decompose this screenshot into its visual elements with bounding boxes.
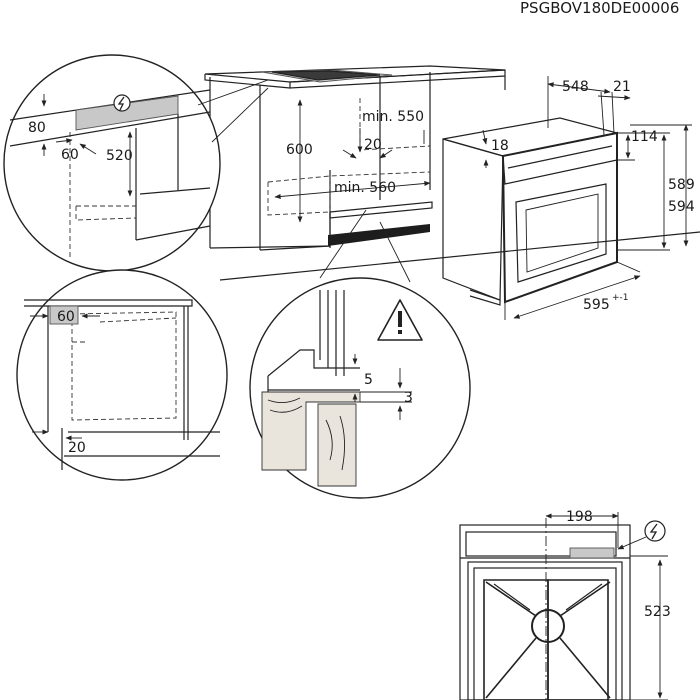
oven-height-b-label: 594: [668, 199, 695, 215]
cabinet-depth-label: min. 550: [362, 109, 424, 125]
oven-height-a-label: 589: [668, 177, 695, 193]
floor-gap-a-label: 5: [364, 372, 373, 388]
countertop-cabinet: 600 min. 550 20 min. 560: [204, 65, 700, 281]
cabinet-height-label: 600: [286, 142, 313, 158]
detail-height-label: 520: [106, 148, 133, 164]
oven-gap-label: 18: [491, 138, 509, 154]
detail-circle-center: 5 3: [249, 209, 471, 499]
front-height-label: 523: [644, 604, 671, 620]
detail-top-label: 80: [28, 120, 46, 136]
detail-top-box: [49, 305, 79, 325]
detail-circle-middle-left: 60 20: [16, 269, 228, 481]
electrical-connection-icon: [617, 520, 666, 550]
cabinet-width-label: min. 560: [334, 180, 396, 196]
oven-3d: 548 21 18 114 589 594 595 +-1: [442, 76, 695, 320]
vent-strip: [328, 224, 430, 246]
oven-width-label: 595: [583, 297, 610, 313]
detail-circle-upper-left: 80 60 520: [3, 54, 269, 272]
warning-triangle-icon: [377, 299, 423, 341]
oven-depth-label: 548: [562, 79, 589, 95]
oven-width-tolerance: +-1: [612, 293, 629, 303]
floor-gap-b-label: 3: [404, 390, 413, 406]
detail-side-label: 60: [61, 147, 79, 163]
electrical-connection-icon: [113, 94, 131, 112]
diagram-code: PSGBOV180DE00006: [520, 0, 679, 17]
front-width-label: 198: [566, 509, 593, 525]
oven-panel-label: 114: [631, 129, 658, 145]
cabinet-back-gap-label: 20: [364, 137, 382, 153]
front-connection-box: [569, 547, 615, 559]
oven-offset-label: 21: [613, 79, 631, 95]
front-view: 198 523: [459, 509, 671, 700]
detail-side-bottom-label: 20: [68, 440, 86, 456]
detail-side-top-label: 60: [57, 309, 75, 325]
